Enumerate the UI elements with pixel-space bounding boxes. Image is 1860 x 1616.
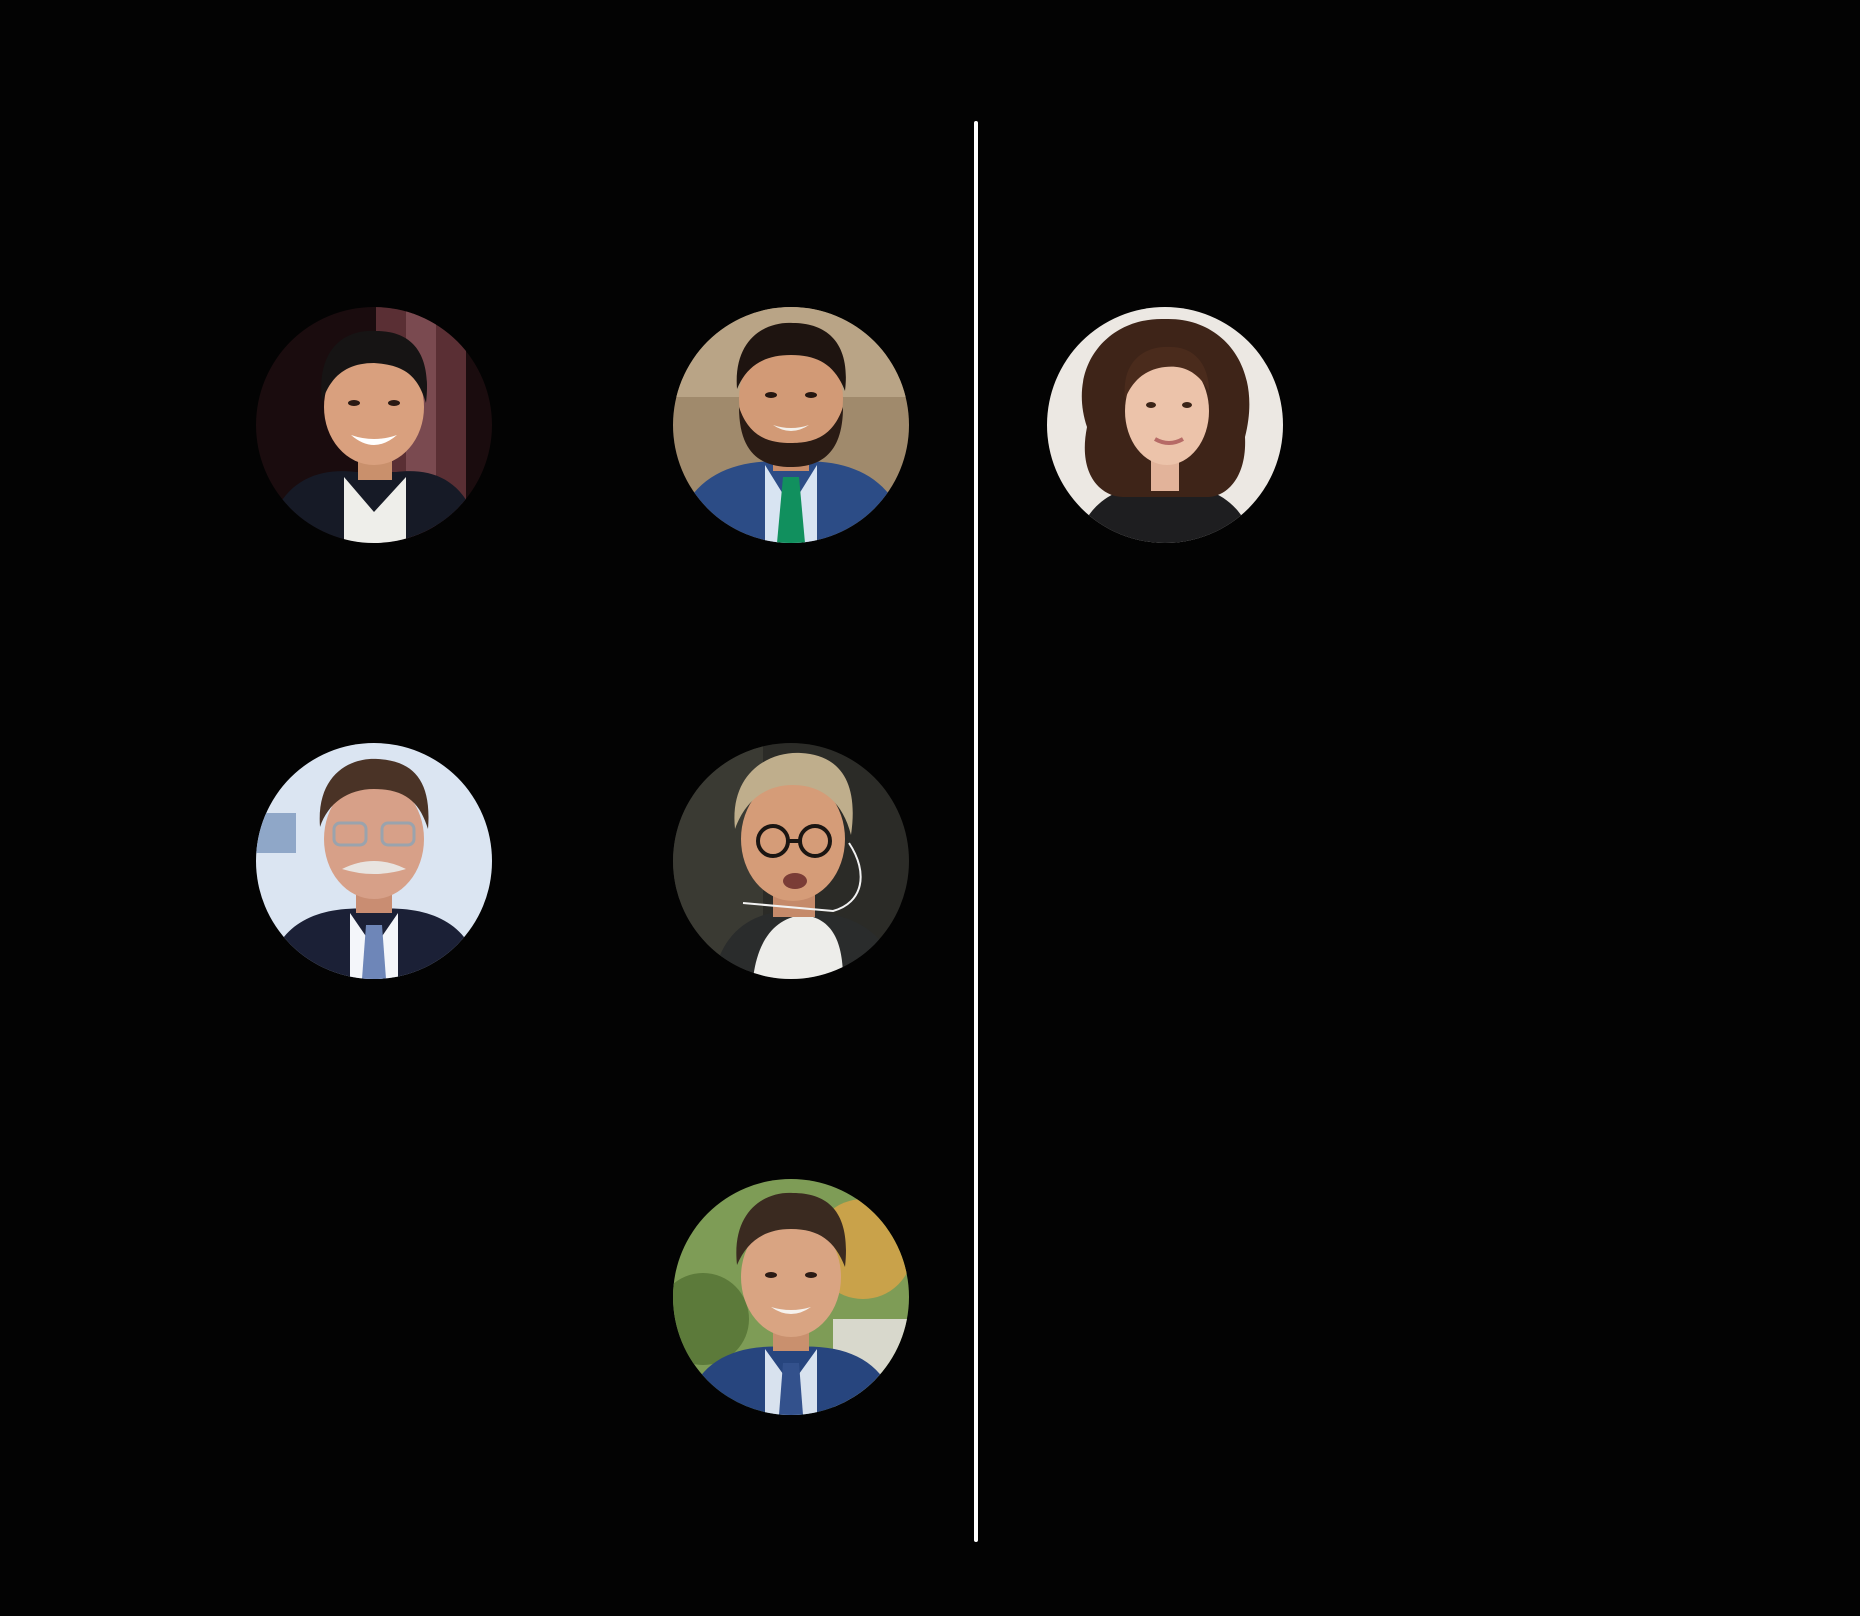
portrait-glasses-moustache-striped-tie-icon: [256, 743, 492, 979]
portrait-dark-hair-smiling-white-shirt-icon: [256, 307, 492, 543]
portrait-blue-suit-outdoors-icon: [673, 1179, 909, 1415]
portrait-glasses-headset-mic-icon: [673, 743, 909, 979]
portrait-curly-hair-woman-icon: [1047, 307, 1283, 543]
portrait-6: [673, 1179, 909, 1415]
portrait-2: [673, 307, 909, 543]
portrait-beard-green-tie-icon: [673, 307, 909, 543]
portrait-1: [256, 307, 492, 543]
column-divider: [974, 121, 978, 1542]
portrait-4: [256, 743, 492, 979]
portrait-5: [673, 743, 909, 979]
portrait-3: [1047, 307, 1283, 543]
